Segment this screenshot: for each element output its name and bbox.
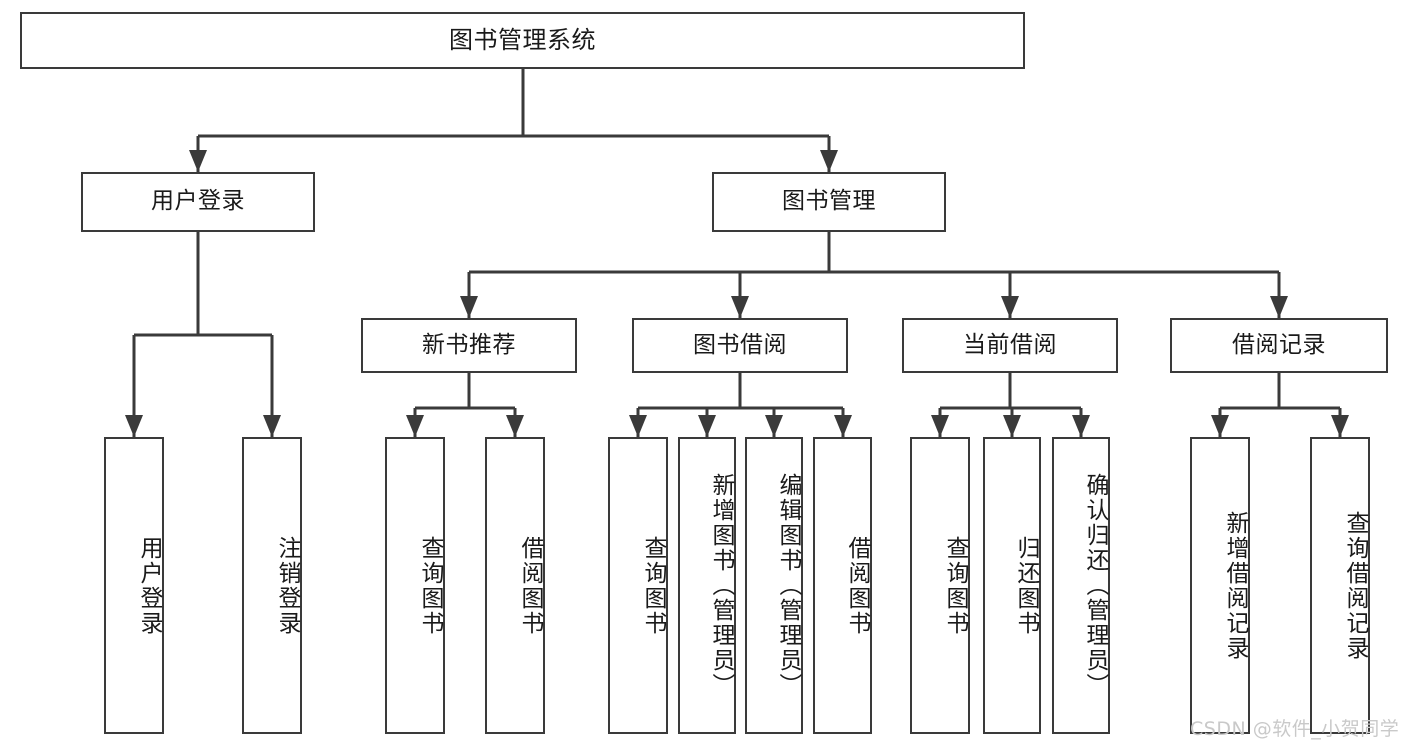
node-label: 用户登录 bbox=[136, 535, 162, 636]
node-borrow-record[interactable]: 借阅记录 bbox=[1170, 318, 1388, 373]
node-leaf-query-book-3[interactable]: 查询图书 bbox=[910, 437, 970, 734]
node-label: 查询借阅记录 bbox=[1342, 510, 1368, 661]
node-book-borrow[interactable]: 图书借阅 bbox=[632, 318, 848, 373]
arrowhead-icon bbox=[1001, 296, 1019, 318]
node-label: 借阅记录 bbox=[1232, 331, 1326, 358]
node-leaf-confirm-return[interactable]: 确认归还（管理员） bbox=[1052, 437, 1110, 734]
node-leaf-user-login[interactable]: 用户登录 bbox=[104, 437, 164, 734]
node-user-login[interactable]: 用户登录 bbox=[81, 172, 315, 232]
arrowhead-icon bbox=[189, 150, 207, 172]
node-label: 借阅图书 bbox=[844, 535, 870, 636]
node-label: 编辑图书（管理员） bbox=[775, 473, 801, 698]
node-leaf-add-book[interactable]: 新增图书（管理员） bbox=[678, 437, 736, 734]
node-label: 新增图书（管理员） bbox=[708, 473, 734, 698]
watermark: CSDN @软件_小贺同学 bbox=[1190, 718, 1400, 740]
node-label: 查询图书 bbox=[417, 535, 443, 636]
node-label: 用户登录 bbox=[151, 188, 245, 215]
arrowhead-icon bbox=[506, 415, 524, 437]
node-leaf-add-record[interactable]: 新增借阅记录 bbox=[1190, 437, 1250, 734]
arrowhead-icon bbox=[698, 415, 716, 437]
arrowhead-icon bbox=[731, 296, 749, 318]
node-book-manage[interactable]: 图书管理 bbox=[712, 172, 946, 232]
node-current-borrow[interactable]: 当前借阅 bbox=[902, 318, 1118, 373]
node-label: 图书管理系统 bbox=[449, 26, 596, 55]
node-label: 新书推荐 bbox=[422, 331, 516, 358]
arrowhead-icon bbox=[1270, 296, 1288, 318]
node-label: 借阅图书 bbox=[517, 535, 543, 636]
arrowhead-icon bbox=[263, 415, 281, 437]
node-new-book-recommend[interactable]: 新书推荐 bbox=[361, 318, 577, 373]
node-label: 归还图书 bbox=[1013, 535, 1039, 636]
node-leaf-query-record[interactable]: 查询借阅记录 bbox=[1310, 437, 1370, 734]
arrowhead-icon bbox=[765, 415, 783, 437]
arrowhead-icon bbox=[629, 415, 647, 437]
node-label: 图书借阅 bbox=[693, 331, 787, 358]
node-leaf-borrow-book-2[interactable]: 借阅图书 bbox=[813, 437, 872, 734]
node-label: 查询图书 bbox=[640, 535, 666, 636]
node-leaf-logout[interactable]: 注销登录 bbox=[242, 437, 302, 734]
node-label: 新增借阅记录 bbox=[1222, 510, 1248, 661]
node-label: 当前借阅 bbox=[963, 331, 1057, 358]
arrowhead-icon bbox=[1211, 415, 1229, 437]
node-leaf-query-book-2[interactable]: 查询图书 bbox=[608, 437, 668, 734]
arrowhead-icon bbox=[1072, 415, 1090, 437]
node-label: 查询图书 bbox=[942, 535, 968, 636]
arrowhead-icon bbox=[931, 415, 949, 437]
arrowhead-icon bbox=[460, 296, 478, 318]
node-label: 注销登录 bbox=[274, 535, 300, 636]
node-leaf-borrow-book-1[interactable]: 借阅图书 bbox=[485, 437, 545, 734]
arrowhead-icon bbox=[820, 150, 838, 172]
node-leaf-edit-book[interactable]: 编辑图书（管理员） bbox=[745, 437, 803, 734]
arrowhead-icon bbox=[1003, 415, 1021, 437]
node-label: 图书管理 bbox=[782, 188, 876, 215]
node-root[interactable]: 图书管理系统 bbox=[20, 12, 1025, 69]
node-label: 确认归还（管理员） bbox=[1082, 473, 1108, 698]
node-leaf-query-book-1[interactable]: 查询图书 bbox=[385, 437, 445, 734]
arrowhead-icon bbox=[406, 415, 424, 437]
arrowhead-icon bbox=[125, 415, 143, 437]
node-leaf-return-book[interactable]: 归还图书 bbox=[983, 437, 1041, 734]
arrowhead-icon bbox=[834, 415, 852, 437]
arrowhead-icon bbox=[1331, 415, 1349, 437]
